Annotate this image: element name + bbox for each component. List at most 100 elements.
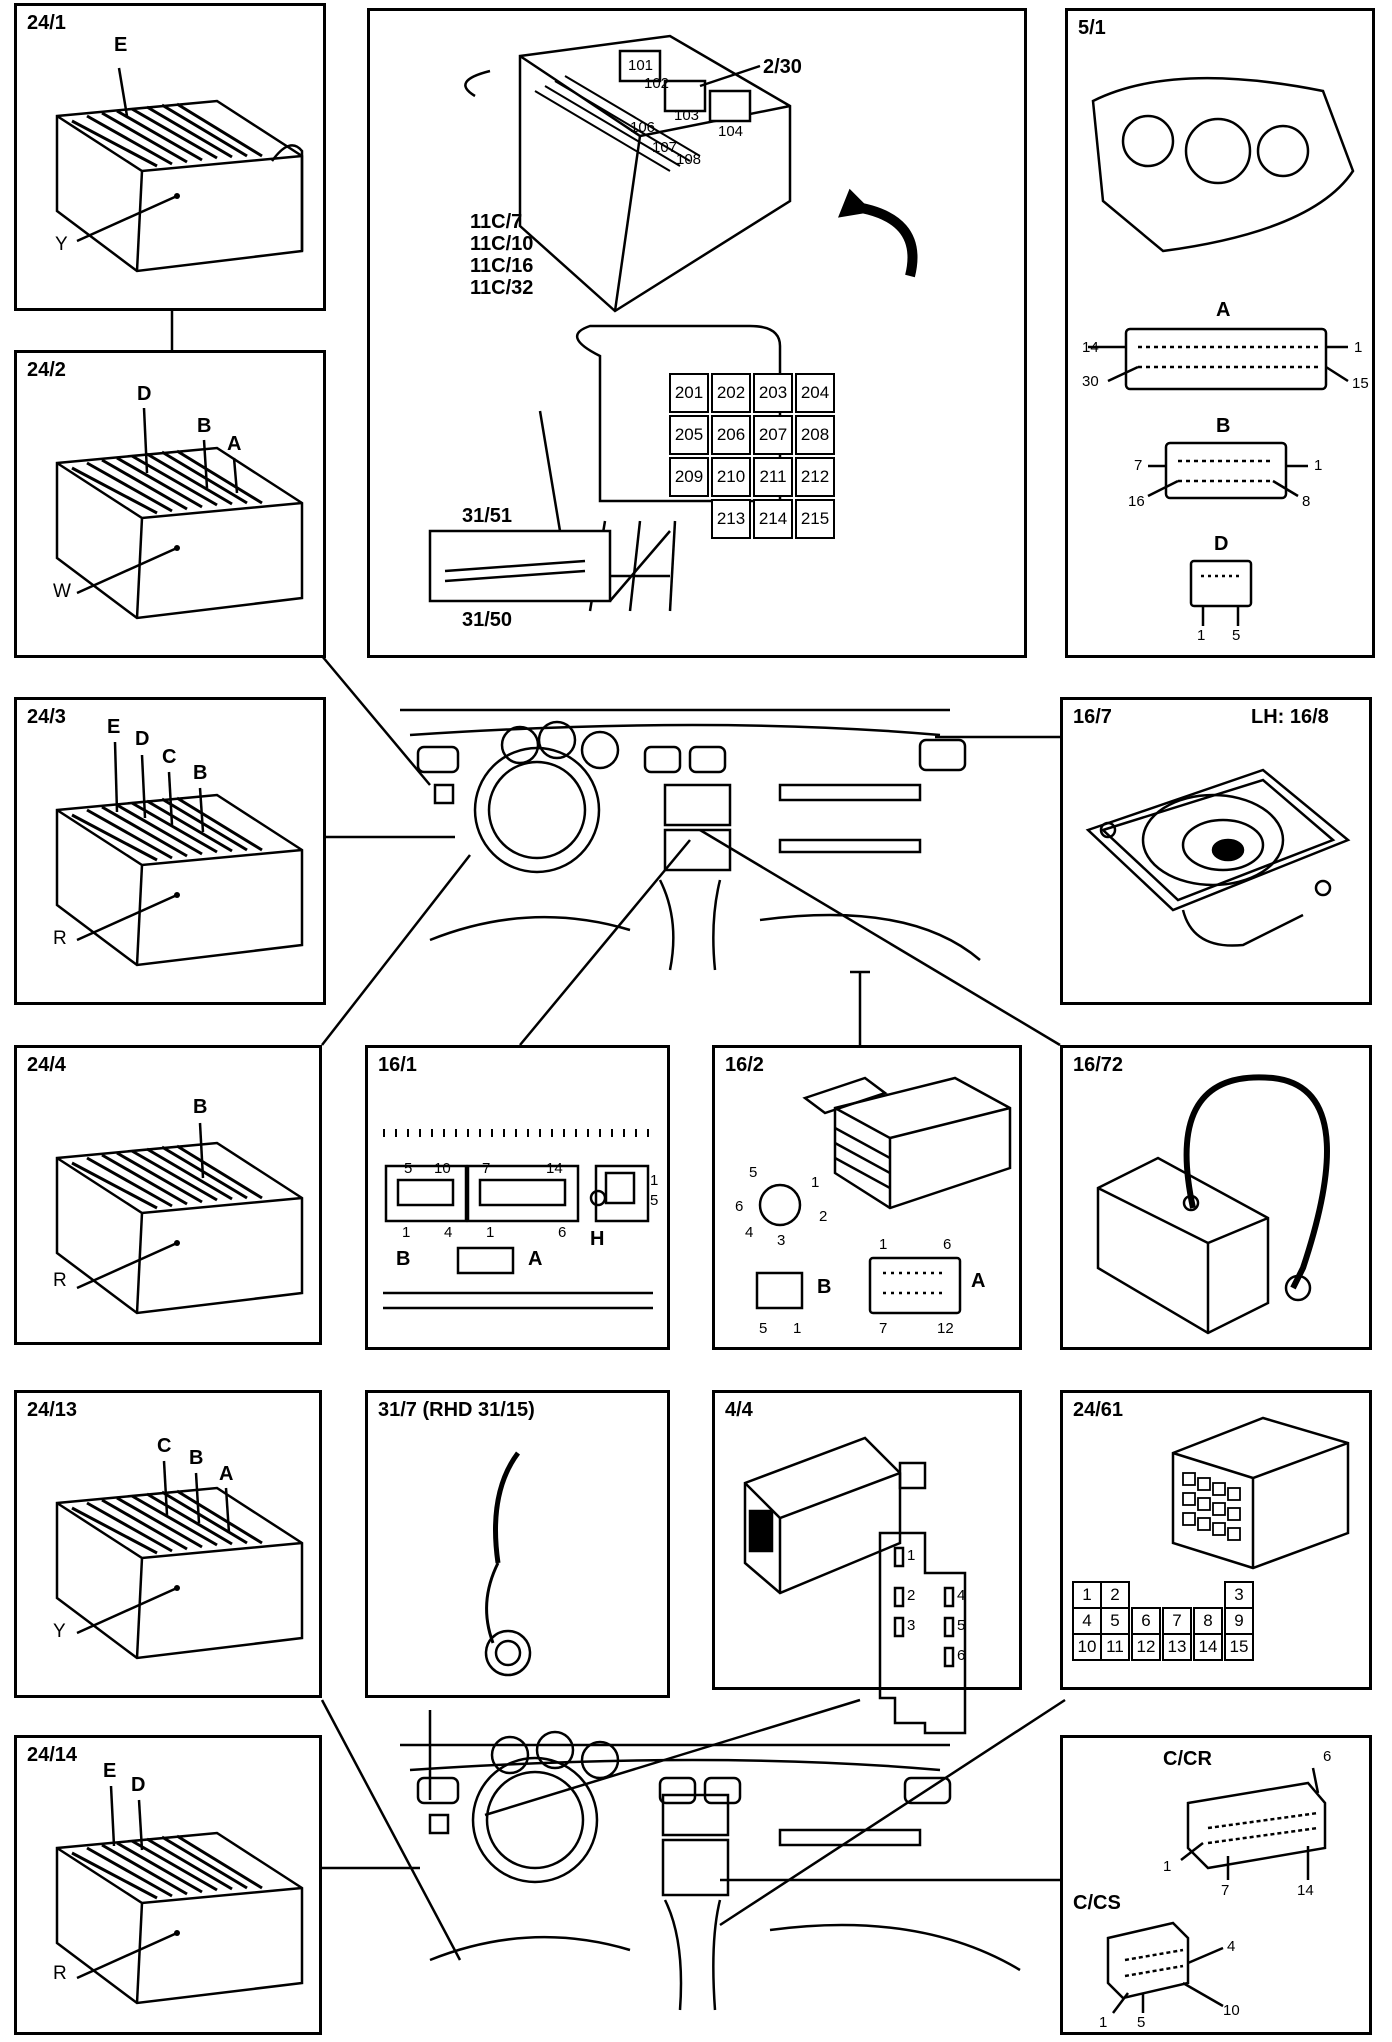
panel-title: 24/61 <box>1073 1399 1124 1421</box>
pin-label: 4 <box>1227 1938 1236 1955</box>
cd-changer-drawing <box>755 1076 1012 1315</box>
relay-202: 202 <box>711 373 751 413</box>
pin-label: 7 <box>879 1320 888 1337</box>
conn-d-label: D <box>1214 533 1229 555</box>
relay-209: 209 <box>669 457 709 497</box>
fuse-block-drawing <box>55 1122 304 1315</box>
housing-label: Y <box>53 1621 66 1642</box>
ground-point-drawing <box>484 1451 532 1677</box>
fuse-block-drawing <box>55 1460 304 1660</box>
panel-title: 24/3 <box>27 706 66 728</box>
pin-label: 1 <box>402 1224 411 1241</box>
conn-b-label: B <box>1216 415 1231 437</box>
housing-label: R <box>53 1963 67 1984</box>
panel-5-1: 5/1 A <box>1065 8 1375 658</box>
pin-label: 6 <box>558 1224 567 1241</box>
pin-label: 1 <box>650 1172 659 1189</box>
pin-cell: 13 <box>1162 1633 1192 1661</box>
panel-16-2: 16/2 5 1 6 2 4 3 1 6 7 12 A B 5 1 <box>712 1045 1022 1350</box>
pin-label: 5 <box>759 1320 768 1337</box>
pin-label: 5 <box>957 1617 966 1634</box>
connector-pair-drawing <box>1106 1767 1327 2014</box>
pin-label: 10 <box>434 1160 451 1177</box>
socket-label-b: B <box>197 415 212 437</box>
pin-label: 14 <box>1297 1882 1314 1899</box>
pin-label: 1 <box>1197 627 1206 644</box>
pin-cell: 15 <box>1224 1633 1254 1661</box>
fuse-block-drawing <box>55 407 304 620</box>
conn-b-label: B <box>817 1276 832 1298</box>
instrument-cluster-drawing <box>1088 76 1355 626</box>
panel-title: 5/1 <box>1078 17 1106 39</box>
panel-title: 31/7 (RHD 31/15) <box>378 1399 535 1421</box>
pin-label: 1 <box>1099 2014 1108 2031</box>
socket-label-c: C <box>162 746 177 768</box>
code-label: 11C/16 <box>470 255 534 277</box>
socket-label-d: D <box>131 1774 146 1796</box>
pin-label: 6 <box>1323 1748 1332 1765</box>
relay-211: 211 <box>753 457 793 497</box>
housing-label: Y <box>55 234 68 255</box>
socket-label-d: D <box>135 728 150 750</box>
panel-title: 16/7 <box>1073 706 1112 728</box>
pin-label: 14 <box>1082 339 1099 356</box>
panel-title: 24/13 <box>27 1399 78 1421</box>
relay-label: 102 <box>644 75 670 92</box>
panel-title: 24/4 <box>27 1054 66 1076</box>
fuse-block-drawing <box>55 1785 304 2005</box>
connector-24-61-drawing <box>1171 1416 1350 1570</box>
housing-label: W <box>53 581 71 602</box>
pin-label: 1 <box>486 1224 495 1241</box>
panel-16-1: 16/1 5 10 7 14 1 4 1 6 1 5 B A H <box>365 1045 670 1350</box>
pin-label: 10 <box>1223 2002 1240 2019</box>
pin-label: 5 <box>650 1192 659 1209</box>
pin-label: 1 <box>907 1547 916 1564</box>
din-pin: 4 <box>745 1224 754 1241</box>
code-label: 11C/7 <box>470 211 523 233</box>
din-pin: 6 <box>735 1198 744 1215</box>
panel-title: 4/4 <box>725 1399 753 1421</box>
relay-212: 212 <box>795 457 835 497</box>
relay-label: 106 <box>630 119 656 136</box>
connector-label-bottom: 31/50 <box>462 609 513 631</box>
socket-label-d: D <box>137 383 152 405</box>
relay-204: 204 <box>795 373 835 413</box>
pin-label: 30 <box>1082 373 1099 390</box>
conn-h-label: H <box>590 1228 605 1250</box>
pin-cell: 5 <box>1100 1607 1130 1635</box>
pin-label: 14 <box>546 1160 563 1177</box>
relay-213: 213 <box>711 499 751 539</box>
pin-label: 1 <box>1314 457 1323 474</box>
switch-drawing <box>743 1436 967 1735</box>
din-pin: 1 <box>811 1174 820 1191</box>
relay-215: 215 <box>795 499 835 539</box>
panel-24-1: 24/1 E Y <box>14 3 326 311</box>
relay-214: 214 <box>753 499 793 539</box>
conn-b-label: B <box>396 1248 411 1270</box>
panel-16-7: 16/7 LH: 16/8 <box>1060 697 1372 1005</box>
relay-label: 107 <box>652 139 678 156</box>
relay-210: 210 <box>711 457 751 497</box>
speaker-drawing <box>1085 768 1351 947</box>
panel-24-3: 24/3 E D C B R <box>14 697 326 1005</box>
din-pin: 5 <box>749 1164 758 1181</box>
socket-label-e: E <box>103 1760 117 1782</box>
lh-variant-label: LH: 16/8 <box>1251 706 1329 728</box>
pin-label: 8 <box>1302 493 1311 510</box>
pin-label: 1 <box>1354 339 1363 356</box>
pin-label: 2 <box>907 1587 916 1604</box>
pin-cell: 14 <box>1193 1633 1223 1661</box>
pin-label: 16 <box>1128 493 1145 510</box>
conn-a-label: A <box>971 1270 986 1292</box>
connector-label-top: 31/51 <box>462 505 513 527</box>
socket-label-e: E <box>107 716 121 738</box>
radio-connector-drawing <box>383 1129 653 1310</box>
fuse-block-drawing <box>55 67 304 273</box>
panel-c-cr-c-cs: C/CR 6 1 7 14 C/CS 4 1 5 10 <box>1060 1735 1372 2035</box>
pin-label: 15 <box>1352 375 1369 392</box>
pin-label: 5 <box>1137 2014 1146 2031</box>
